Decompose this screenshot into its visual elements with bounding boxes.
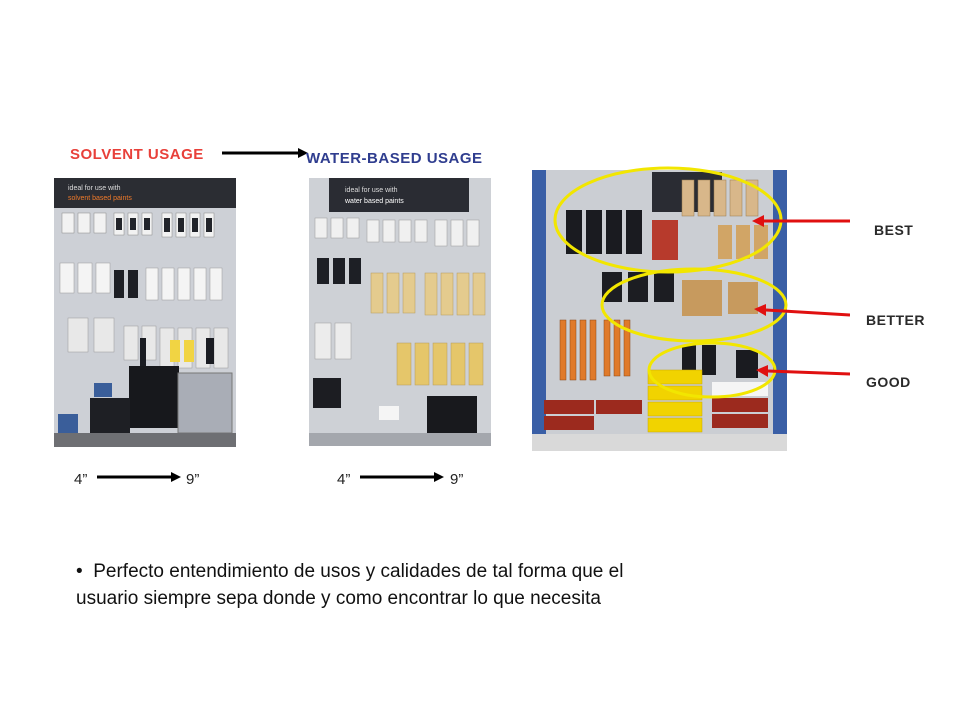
- bullet-line-1-text: Perfecto entendimiento de usos y calidad…: [93, 561, 624, 582]
- left-size-start: 4”: [74, 471, 88, 488]
- quality-display-photo: [532, 170, 787, 451]
- right-size-end: 9”: [450, 471, 464, 488]
- best-label: BEST: [874, 222, 914, 238]
- quality-annotations: [553, 166, 850, 399]
- water-banner-line2: water based paints: [344, 198, 404, 205]
- right-size-start: 4”: [337, 471, 351, 488]
- solvent-display-photo: ideal for use with solvent based paints: [54, 178, 236, 447]
- good-label: GOOD: [866, 374, 911, 390]
- left-size-arrow: [97, 472, 181, 482]
- right-size-arrow: [360, 472, 444, 482]
- solvent-banner-line1: ideal for use with: [68, 185, 121, 192]
- water-based-usage-label: WATER-BASED USAGE: [306, 150, 483, 167]
- water-based-display-photo: ideal for use with water based paints: [309, 178, 491, 446]
- solvent-usage-label: SOLVENT USAGE: [70, 146, 204, 163]
- better-ellipse: [600, 267, 788, 343]
- best-arrow: [752, 215, 850, 227]
- bullet-line-1: • Perfecto entendimiento de usos y calid…: [76, 558, 836, 585]
- best-ellipse: [553, 166, 783, 274]
- bullet-symbol: •: [76, 561, 83, 582]
- bullet-line-2: usuario siempre sepa donde y como encont…: [76, 588, 601, 609]
- better-label: BETTER: [866, 312, 925, 328]
- better-arrow: [754, 304, 850, 317]
- left-size-end: 9”: [186, 471, 200, 488]
- good-arrow: [756, 365, 850, 377]
- bullet-paragraph: • Perfecto entendimiento de usos y calid…: [76, 558, 836, 612]
- water-banner-line1: ideal for use with: [345, 187, 398, 194]
- solvent-banner-line2: solvent based paints: [68, 195, 132, 202]
- solvent-to-water-arrow: [222, 148, 308, 158]
